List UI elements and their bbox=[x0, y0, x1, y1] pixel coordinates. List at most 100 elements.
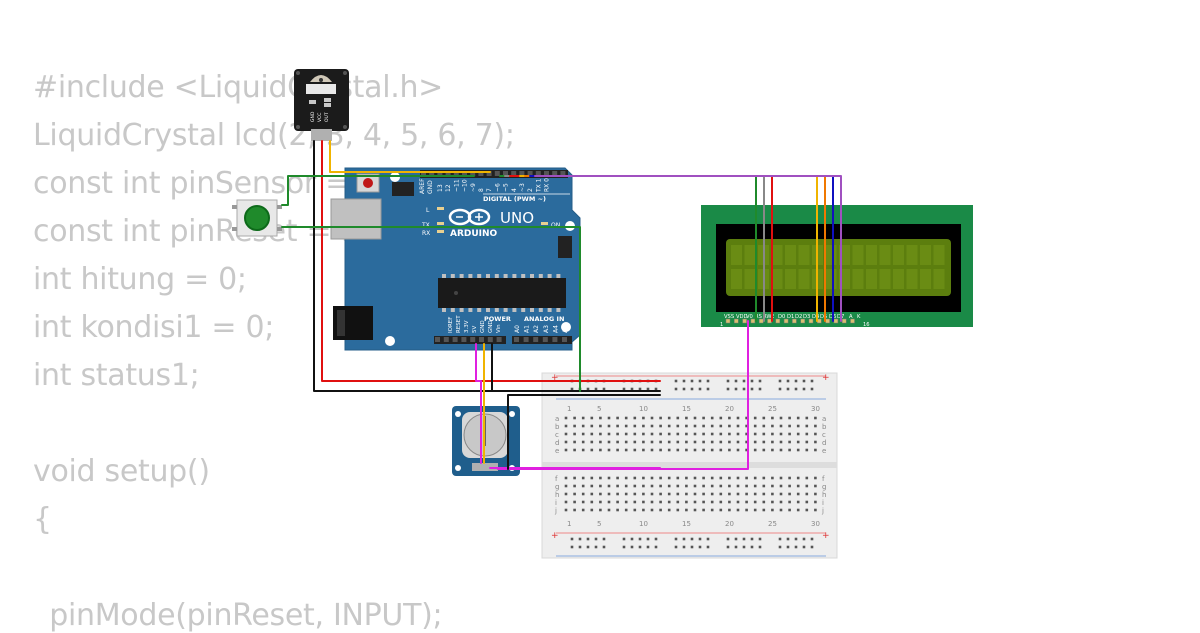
digital-pin-label: 2 bbox=[527, 188, 534, 192]
wire-yellow bbox=[329, 140, 491, 173]
svg-text:RW: RW bbox=[763, 314, 772, 320]
svg-text:VSS: VSS bbox=[724, 314, 734, 320]
power-pin-label: 5V bbox=[472, 326, 478, 333]
reset-button-cap bbox=[363, 178, 373, 188]
digital-pin-label: TX 1 bbox=[535, 178, 542, 193]
breadboard-holes bbox=[564, 379, 817, 549]
analog-pin-label: A2 bbox=[533, 325, 540, 333]
digital-pin-label: ~6 bbox=[494, 183, 501, 192]
arduino-logo bbox=[448, 208, 491, 226]
power-pin-label: GND bbox=[480, 320, 486, 333]
code-line: pinMode(pinReset, INPUT); bbox=[40, 598, 443, 633]
column-number: 10 bbox=[639, 520, 648, 528]
aref-label: AREF bbox=[419, 178, 426, 194]
analog-label: ANALOG IN bbox=[524, 315, 564, 323]
wire-green bbox=[281, 175, 475, 206]
breadboard[interactable]: + + + + 1 5 10 15 20 25 30 1 5 10 15 20 … bbox=[541, 372, 838, 559]
row-letter: g bbox=[555, 483, 559, 491]
column-number: 15 bbox=[682, 405, 691, 413]
column-number: 10 bbox=[639, 405, 648, 413]
potentiometer[interactable] bbox=[452, 406, 520, 476]
sensor-pin-label: VCC bbox=[317, 113, 323, 122]
icsp-header bbox=[392, 182, 572, 258]
digital-pin-header bbox=[420, 170, 568, 178]
code-line: { bbox=[33, 502, 52, 537]
digital-pin-label: ~3 bbox=[519, 183, 526, 192]
row-letter: j bbox=[554, 507, 557, 515]
mounting-hole bbox=[385, 336, 395, 346]
row-letter: f bbox=[555, 475, 558, 483]
column-number: 5 bbox=[597, 520, 601, 528]
column-number: 1 bbox=[567, 520, 571, 528]
svg-text:+: + bbox=[822, 373, 830, 383]
digital-pin-label: ~9 bbox=[470, 183, 477, 192]
analog-pin-label: A5 bbox=[562, 325, 569, 333]
svg-text:TX: TX bbox=[421, 222, 430, 229]
column-number: 30 bbox=[811, 405, 820, 413]
power-pin-label: IOREF bbox=[448, 317, 454, 333]
power-pin-header bbox=[434, 336, 506, 344]
svg-text:D3: D3 bbox=[803, 314, 810, 320]
row-letter: e bbox=[822, 447, 826, 455]
column-number: 25 bbox=[768, 520, 777, 528]
code-line: void setup() bbox=[33, 454, 210, 489]
lcd-pin-header bbox=[725, 318, 855, 324]
svg-text:L: L bbox=[426, 207, 430, 214]
column-number: 20 bbox=[725, 520, 734, 528]
wire-green bbox=[281, 226, 581, 392]
analog-pin-label: A0 bbox=[514, 325, 521, 333]
svg-text:ON: ON bbox=[551, 222, 560, 229]
wire-black bbox=[313, 140, 661, 392]
push-button-cap[interactable] bbox=[244, 205, 270, 231]
power-pin-label: Vin bbox=[496, 324, 502, 333]
digital-pin-label: 13 bbox=[437, 184, 444, 192]
digital-pin-label: 8 bbox=[478, 188, 485, 192]
digital-pin-label: ~11 bbox=[453, 179, 460, 192]
row-letter: h bbox=[555, 491, 559, 499]
wire-black bbox=[507, 394, 661, 470]
mounting-hole bbox=[561, 322, 571, 332]
row-letter: c bbox=[555, 431, 559, 439]
breadboard-labels: 1 5 10 15 20 25 30 1 5 10 15 20 25 30 a … bbox=[554, 405, 827, 528]
analog-pin-header bbox=[512, 336, 572, 344]
power-pin-label: RESET bbox=[456, 315, 462, 333]
svg-text:RX: RX bbox=[422, 230, 430, 237]
row-letter: c bbox=[822, 431, 826, 439]
analog-pin-label: A1 bbox=[524, 325, 531, 333]
column-number: 25 bbox=[768, 405, 777, 413]
sensor-pin-label: GND bbox=[310, 111, 316, 122]
row-letter: h bbox=[822, 491, 826, 499]
digital-pin-label: 12 bbox=[445, 184, 452, 192]
brand-label: ARDUINO bbox=[450, 229, 498, 239]
digital-header-label: DIGITAL (PWM ~) bbox=[483, 195, 546, 203]
lcd-character-cells bbox=[731, 245, 945, 289]
power-pin-label: GND bbox=[488, 320, 494, 333]
rx-led bbox=[437, 230, 444, 233]
wires bbox=[281, 140, 842, 470]
wire-magenta bbox=[475, 343, 482, 464]
row-letter: g bbox=[822, 483, 826, 491]
row-letter: d bbox=[555, 439, 559, 447]
wire-magenta bbox=[497, 320, 749, 470]
sensor-pin-label: OUT bbox=[324, 112, 330, 122]
code-line: int hitung = 0; bbox=[33, 262, 247, 297]
column-number: 5 bbox=[597, 405, 601, 413]
row-letter: i bbox=[822, 499, 824, 507]
wire-purple bbox=[534, 175, 842, 322]
row-letter: b bbox=[822, 423, 827, 431]
row-letter: i bbox=[555, 499, 557, 507]
power-pin-label: 3.3V bbox=[464, 320, 470, 333]
on-led bbox=[541, 222, 548, 225]
tx-led bbox=[437, 222, 444, 225]
svg-text:1: 1 bbox=[720, 322, 723, 328]
lcd-display[interactable]: VSS VDD V0 RS RW E D0 D1 D2 D3 D4 D5 D6 … bbox=[701, 205, 973, 328]
sensor-module[interactable]: GND VCC OUT bbox=[294, 69, 349, 141]
push-button[interactable] bbox=[232, 199, 282, 237]
sensor-pin-header bbox=[311, 129, 332, 141]
svg-text:V0: V0 bbox=[746, 314, 753, 320]
svg-text:D5: D5 bbox=[820, 314, 827, 320]
